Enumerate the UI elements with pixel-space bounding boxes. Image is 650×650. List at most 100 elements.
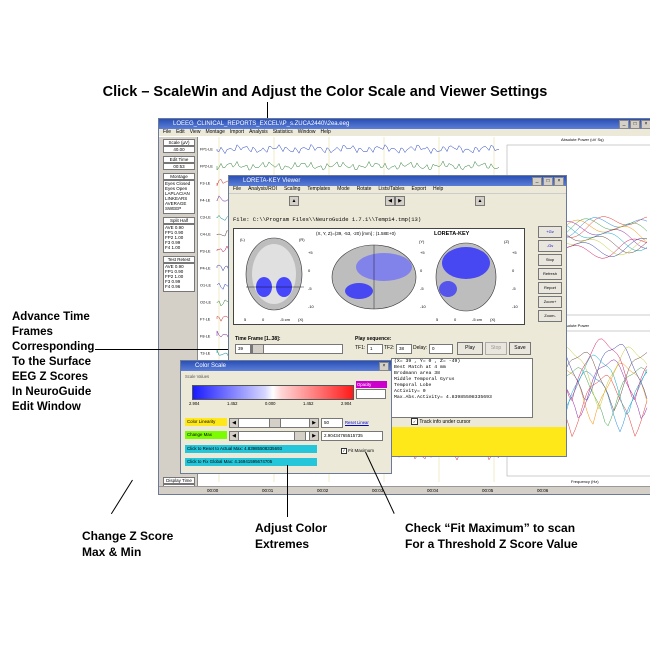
edit-time-label: Edit Time xyxy=(163,156,195,163)
menu-item[interactable]: Help xyxy=(320,129,331,135)
linearity-right-arrow[interactable]: ▶ xyxy=(309,418,319,428)
scale-tick-label: 1.452 xyxy=(227,401,238,406)
slice-up-arrow-2[interactable]: ▲ xyxy=(475,196,485,206)
montage-item[interactable]: SWEEP xyxy=(165,206,182,211)
slice-right-arrow[interactable]: ▶ xyxy=(395,196,405,206)
fix-global-max-button[interactable]: Click to Fix Global Max: 4.1694159567470… xyxy=(185,458,317,466)
test-retest-item[interactable]: FP1 0.90 xyxy=(165,269,184,274)
channel-label: T3-LE xyxy=(200,352,211,356)
loreta-menu-item[interactable]: Mode xyxy=(337,186,350,192)
side-button[interactable]: +Gv xyxy=(538,226,562,238)
slice-left-arrow[interactable]: ◀ xyxy=(385,196,395,206)
frequency-axis-label: Frequency (Hz) xyxy=(571,479,599,484)
loreta-menu-item[interactable]: Export xyxy=(411,186,426,192)
scale-tick-label: 2.904 xyxy=(341,401,352,406)
left-control-panel: Scale (µV) 40.00 Edit Time 00:53 Montage… xyxy=(159,137,198,494)
edit-time-value[interactable]: 00:53 xyxy=(163,163,195,170)
split-half-item[interactable]: F4 1.00 xyxy=(165,245,181,250)
spectrum-title: Absolute Power (uV Sq) xyxy=(561,137,604,142)
loreta-menu-item[interactable]: Help xyxy=(433,186,444,192)
tick-label: -10 xyxy=(512,304,519,309)
menu-item[interactable]: Import xyxy=(229,129,245,135)
menu-item[interactable]: Analysis xyxy=(249,129,268,135)
scale-value[interactable]: 40.00 xyxy=(163,146,195,153)
time-frame-slider[interactable] xyxy=(251,344,343,354)
menu-item[interactable]: Edit xyxy=(176,129,185,135)
time-frame-input[interactable]: 39 xyxy=(235,344,251,354)
loreta-menu-item[interactable]: Lists/Tables xyxy=(378,186,405,192)
loreta-minimize-button[interactable]: _ xyxy=(532,177,542,186)
montage-item[interactable]: Eyes Open xyxy=(165,186,188,191)
channel-label: F7-LE xyxy=(200,318,211,322)
split-half-item[interactable]: FP1 0.90 xyxy=(165,230,184,235)
side-button[interactable]: Stop xyxy=(538,254,562,266)
side-button[interactable]: Report xyxy=(538,282,562,294)
fit-maximum-checkbox[interactable]: ✓ Fit Maximum xyxy=(341,448,374,454)
montage-label: Montage xyxy=(163,173,195,180)
reset-linear-link[interactable]: Reset Linear xyxy=(345,420,369,425)
side-button[interactable]: -Gv xyxy=(538,240,562,252)
channel-label: FP2-LE xyxy=(200,165,213,169)
tf1-input[interactable]: 1 xyxy=(367,344,383,354)
timeline-tick: 00:04 xyxy=(427,488,439,493)
menu-item[interactable]: View xyxy=(189,129,201,135)
tick-label-x: 0 xyxy=(262,317,265,322)
test-retest-item[interactable]: F3 0.99 xyxy=(165,279,181,284)
side-button[interactable]: Refresh xyxy=(538,268,562,280)
montage-item[interactable]: LAPLACIAN xyxy=(165,191,190,196)
loreta-menu-item[interactable]: Templates xyxy=(307,186,331,192)
max-slider[interactable] xyxy=(238,431,310,441)
menu-item[interactable]: File xyxy=(163,129,172,135)
side-button[interactable]: Zoom+ xyxy=(538,296,562,308)
tick-label: 0 xyxy=(308,268,311,273)
menu-item[interactable]: Statistics xyxy=(272,129,293,135)
annotation-line: Change Z Score xyxy=(82,529,174,543)
color-scale-close-button[interactable]: × xyxy=(379,362,389,371)
linearity-slider[interactable] xyxy=(238,418,310,428)
loreta-menu-item[interactable]: Rotate xyxy=(356,186,372,192)
test-retest-item[interactable]: F4 0.96 xyxy=(165,284,181,289)
opacity-input[interactable] xyxy=(356,389,386,399)
max-value-input[interactable]: 2.90434765515735 xyxy=(321,431,383,441)
linearity-value[interactable]: 50 xyxy=(321,418,343,428)
montage-item[interactable]: Eyes Closed xyxy=(165,181,191,186)
loreta-menu-item[interactable]: Scaling xyxy=(283,186,301,192)
brain-views-panel[interactable]: (X, Y, Z)=(39, -53, -20) [mm] ; (1.58E+0… xyxy=(233,228,525,325)
delay-input[interactable]: 0 xyxy=(429,344,453,354)
stop-button[interactable]: Stop xyxy=(485,342,507,355)
loreta-close-button[interactable]: × xyxy=(554,177,564,186)
menu-item[interactable]: Window xyxy=(297,129,316,135)
test-retest-item[interactable]: AVE 0.90 xyxy=(165,264,184,269)
menu-item[interactable]: Montage xyxy=(205,129,225,135)
main-title-bar: LOEEG_CLINICAL_REPORTS_EXCEL\\P_s.ZUCA24… xyxy=(159,119,650,129)
scale-tick-label: 2.904 xyxy=(189,401,200,406)
save-button[interactable]: Save xyxy=(509,342,531,355)
delay-label: Delay: xyxy=(413,345,428,351)
montage-item[interactable]: AVERAGE xyxy=(165,201,187,206)
minimize-button[interactable]: _ xyxy=(619,120,629,129)
loreta-menu-item[interactable]: File xyxy=(233,186,242,192)
close-button[interactable]: × xyxy=(641,120,650,129)
cursor-coords: (X, Y, Z)=(39, -53, -20) [mm] ; (1.58E+0… xyxy=(316,231,396,236)
montage-item[interactable]: LINKEARS xyxy=(165,196,188,201)
split-half-item[interactable]: FP2 1.00 xyxy=(165,235,184,240)
checkbox-checked[interactable]: ✓ xyxy=(411,418,418,425)
loreta-maximize-button[interactable]: □ xyxy=(543,177,553,186)
fit-max-check-icon[interactable]: ✓ xyxy=(341,448,347,454)
split-half-item[interactable]: AVE 0.90 xyxy=(165,225,184,230)
maximize-button[interactable]: □ xyxy=(630,120,640,129)
track-info-checkbox[interactable]: ✓ Track info under cursor xyxy=(411,418,471,425)
tf2-input[interactable]: 38 xyxy=(396,344,412,354)
max-right-arrow[interactable]: ▶ xyxy=(309,431,319,441)
reset-actual-max-button[interactable]: Click to Reset to Actual Max: 4.83985508… xyxy=(185,445,317,453)
split-half-item[interactable]: F3 0.99 xyxy=(165,240,181,245)
slice-up-arrow[interactable]: ▲ xyxy=(289,196,299,206)
side-button[interactable]: Zoom- xyxy=(538,310,562,322)
info-line: Middle Temporal Gyrus xyxy=(394,377,455,382)
info-line: (X= 39 , Y= 0 , Z= -49) xyxy=(394,359,461,364)
play-button[interactable]: Play xyxy=(457,342,483,355)
loreta-menu-item[interactable]: Analysis/ROI xyxy=(248,186,277,192)
test-retest-item[interactable]: FP2 1.00 xyxy=(165,274,184,279)
